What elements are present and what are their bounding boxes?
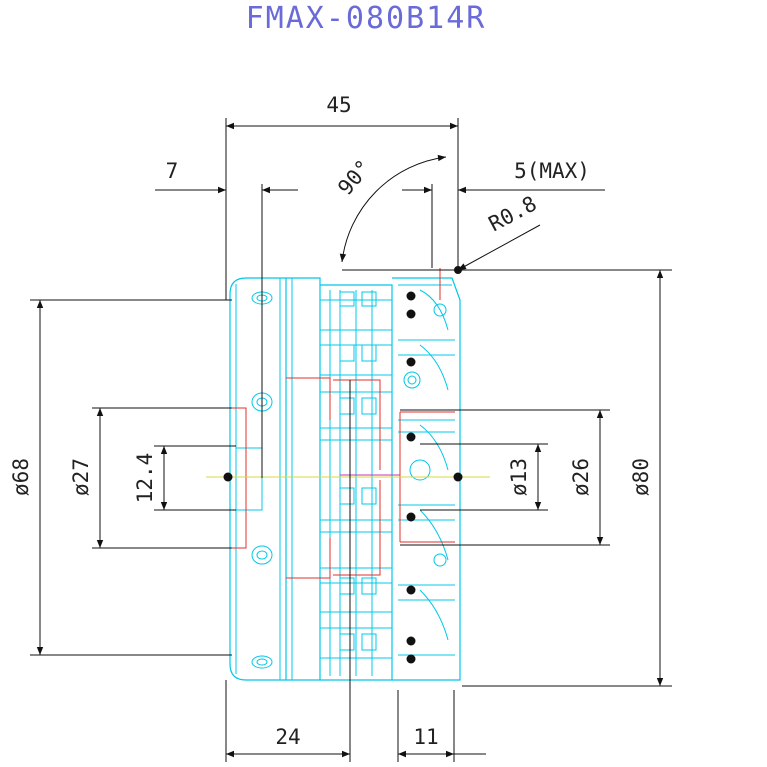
drawing-title: FMAX-080B14R <box>246 1 487 36</box>
dim-max-depth: 5(MAX) <box>514 159 590 183</box>
dim-outer-diameter: ø80 <box>629 458 653 496</box>
dim-overall-length: 45 <box>326 93 351 117</box>
dim-body-diameter: ø68 <box>9 458 33 496</box>
dim-bore-diameter: ø13 <box>507 458 531 496</box>
dim-counterbore-diameter: ø26 <box>569 458 593 496</box>
dimension-lines <box>36 122 664 758</box>
reference-points <box>223 291 463 664</box>
dim-flange-offset: 7 <box>166 159 179 183</box>
dim-keyway-width: 12.4 <box>133 453 157 504</box>
dim-lead-angle: 90° <box>333 155 376 199</box>
dim-insert-length: 11 <box>413 725 438 749</box>
dim-pilot-diameter: ø27 <box>69 458 93 496</box>
dim-flange-thickness: 24 <box>275 725 300 749</box>
extension-lines <box>30 118 672 762</box>
tool-body <box>229 277 461 681</box>
